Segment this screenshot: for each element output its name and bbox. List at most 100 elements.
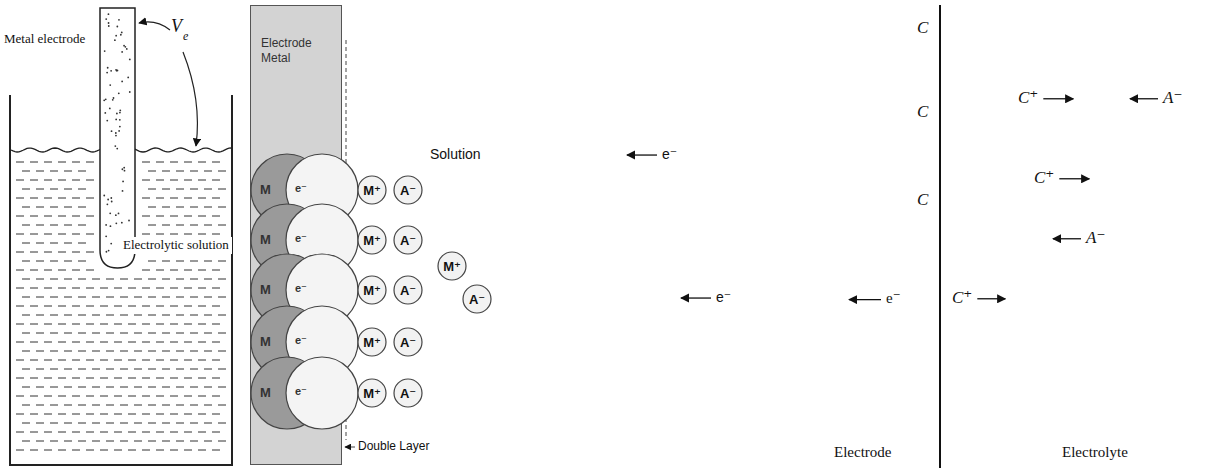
hatch-dash bbox=[72, 198, 80, 199]
texture-dot bbox=[115, 132, 117, 134]
hatch-dash bbox=[190, 315, 198, 316]
hatch-dash bbox=[58, 198, 66, 199]
ion-circle: M⁺ bbox=[357, 175, 387, 205]
hatch-dash bbox=[30, 162, 38, 163]
hatch-dash bbox=[64, 369, 72, 370]
hatch-dash bbox=[218, 333, 226, 334]
hatch-dash bbox=[92, 441, 100, 442]
hatch-dash bbox=[92, 315, 100, 316]
hatch-dash bbox=[198, 198, 206, 199]
electron-label: e⁻ bbox=[716, 289, 731, 305]
hatch-dash bbox=[114, 324, 122, 325]
hatch-dash bbox=[36, 207, 44, 208]
hatch-dash bbox=[58, 270, 66, 271]
hatch-dash bbox=[50, 351, 58, 352]
metal-electrode-rod bbox=[100, 8, 135, 268]
hatch-dash bbox=[44, 414, 52, 415]
hatch-dash bbox=[22, 261, 30, 262]
voltage-symbol: V bbox=[171, 16, 182, 37]
hatch-dash bbox=[212, 288, 220, 289]
hatch-dash bbox=[106, 387, 114, 388]
hatch-dash bbox=[50, 441, 58, 442]
hatch-dash bbox=[36, 171, 44, 172]
hatch-dash bbox=[184, 306, 192, 307]
hatch-dash bbox=[106, 441, 114, 442]
hatch-dash bbox=[218, 171, 226, 172]
hatch-dash bbox=[86, 198, 94, 199]
ion-symbol: A⁻ bbox=[400, 336, 416, 349]
hatch-dash bbox=[58, 360, 66, 361]
hatch-dash bbox=[162, 225, 170, 226]
hatch-dash bbox=[184, 270, 192, 271]
hatch-dash bbox=[22, 423, 30, 424]
hatch-dash bbox=[198, 396, 206, 397]
texture-dot bbox=[115, 135, 117, 137]
texture-dot bbox=[111, 201, 113, 203]
hatch-dash bbox=[64, 423, 72, 424]
motion-arrow bbox=[1053, 238, 1081, 239]
hatch-dash bbox=[44, 378, 52, 379]
electrode-metal-block: Electrode MetalMe⁻Me⁻Me⁻Me⁻Me⁻ bbox=[250, 5, 342, 465]
hatch-dash bbox=[190, 171, 198, 172]
hatch-dash bbox=[162, 315, 170, 316]
texture-dot bbox=[129, 58, 131, 60]
texture-dot bbox=[114, 39, 116, 41]
hatch-dash bbox=[86, 252, 94, 253]
hatch-dash bbox=[72, 288, 80, 289]
hatch-dash bbox=[190, 387, 198, 388]
hatch-dash bbox=[100, 288, 108, 289]
hatch-dash bbox=[114, 414, 122, 415]
hatch-dash bbox=[50, 387, 58, 388]
texture-dot bbox=[108, 250, 110, 252]
hatch-dash bbox=[190, 207, 198, 208]
hatch-dash bbox=[86, 324, 94, 325]
hatch-dash bbox=[50, 333, 58, 334]
hatch-dash bbox=[86, 180, 94, 181]
hatch-dash bbox=[176, 171, 184, 172]
hatch-dash bbox=[170, 378, 178, 379]
hatch-dash bbox=[50, 225, 58, 226]
hatch-dash bbox=[218, 189, 226, 190]
hatch-dash bbox=[22, 387, 30, 388]
hatch-dash bbox=[92, 297, 100, 298]
hatch-dash bbox=[100, 324, 108, 325]
hatch-dash bbox=[64, 207, 72, 208]
hatch-dash bbox=[78, 189, 86, 190]
hatch-dash bbox=[162, 261, 170, 262]
hatch-dash bbox=[64, 387, 72, 388]
hatch-dash bbox=[148, 369, 156, 370]
hatch-dash bbox=[86, 360, 94, 361]
hatch-dash bbox=[64, 297, 72, 298]
hatch-dash bbox=[184, 180, 192, 181]
hatch-dash bbox=[148, 225, 156, 226]
hatch-dash bbox=[134, 405, 142, 406]
ion-circle: A⁻ bbox=[393, 378, 423, 408]
hatch-dash bbox=[72, 414, 80, 415]
texture-dot bbox=[127, 77, 129, 79]
hatch-dash bbox=[106, 279, 114, 280]
hatch-dash bbox=[100, 306, 108, 307]
hatch-dash bbox=[100, 378, 108, 379]
ion-symbol: M⁺ bbox=[443, 260, 461, 273]
hatch-dash bbox=[184, 378, 192, 379]
texture-dot bbox=[122, 181, 124, 183]
electrode-atom: C bbox=[917, 190, 928, 210]
hatch-dash bbox=[78, 297, 86, 298]
texture-dot bbox=[105, 98, 107, 100]
hatch-dash bbox=[198, 162, 206, 163]
hatch-dash bbox=[30, 324, 38, 325]
hatch-dash bbox=[30, 450, 38, 451]
hatch-dash bbox=[128, 324, 136, 325]
motion-arrow bbox=[681, 297, 711, 298]
hatch-dash bbox=[78, 171, 86, 172]
hatch-dash bbox=[170, 306, 178, 307]
texture-dot bbox=[121, 80, 123, 82]
hatch-dash bbox=[30, 234, 38, 235]
hatch-dash bbox=[156, 288, 164, 289]
hatch-dash bbox=[148, 441, 156, 442]
texture-dot bbox=[128, 220, 130, 222]
electron-label: e⁻ bbox=[886, 290, 901, 307]
hatch-dash bbox=[72, 360, 80, 361]
hatch-dash bbox=[198, 324, 206, 325]
hatch-dash bbox=[114, 360, 122, 361]
